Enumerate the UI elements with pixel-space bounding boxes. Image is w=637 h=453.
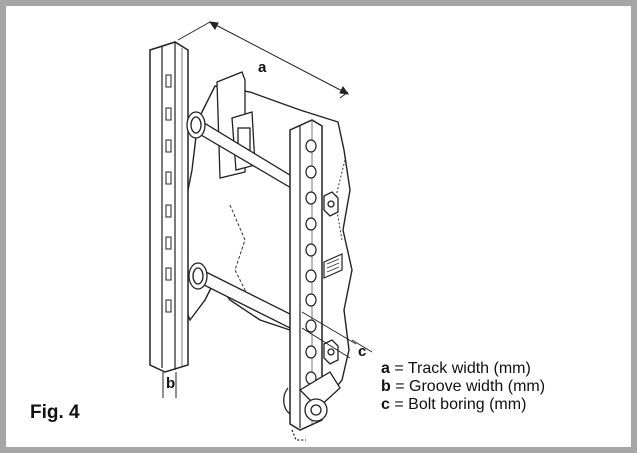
legend-key: b	[381, 378, 391, 395]
figure-label: Fig. 4	[30, 402, 80, 423]
left-rail-holes	[165, 74, 172, 313]
legend-key: c	[381, 396, 390, 413]
dimension-b-label: b	[166, 375, 175, 392]
legend-text: = Track width (mm)	[394, 360, 531, 377]
dimension-a	[177, 21, 350, 99]
nuts	[323, 191, 339, 365]
legend-item-c: c = Bolt boring (mm)	[381, 396, 545, 414]
rating-plate	[323, 253, 343, 279]
legend-item-b: b = Groove width (mm)	[381, 378, 545, 396]
dimension-c-label: c	[358, 343, 366, 360]
hitch-ring	[283, 371, 341, 441]
legend-item-a: a = Track width (mm)	[381, 360, 545, 378]
legend-text: = Groove width (mm)	[395, 378, 546, 395]
right-rail-holes	[305, 139, 317, 385]
dimension-b	[162, 372, 177, 398]
dimension-a-label: a	[258, 59, 267, 76]
legend: a = Track width (mm) b = Groove width (m…	[381, 360, 545, 414]
legend-text: = Bolt boring (mm)	[394, 396, 527, 413]
legend-key: a	[381, 360, 390, 377]
dimension-c	[301, 311, 373, 359]
upper-bolt	[186, 111, 299, 194]
lower-bolt	[188, 262, 299, 334]
